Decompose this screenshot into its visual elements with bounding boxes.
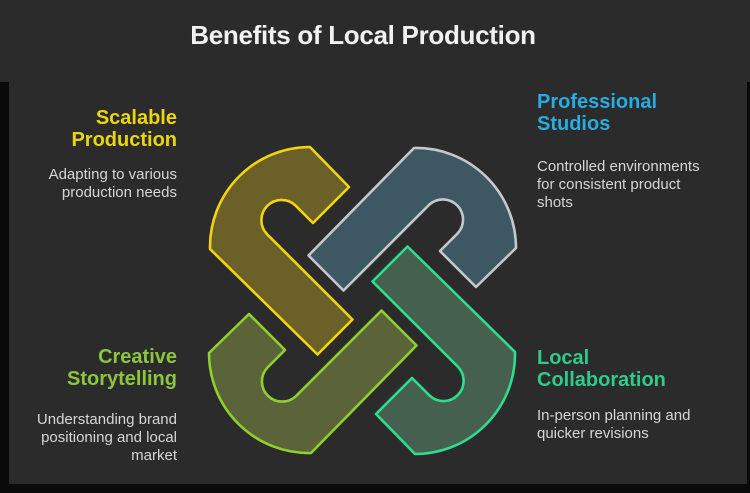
heading-scalable-production: Scalable Production [71,107,177,151]
heading-creative-storytelling: Creative Storytelling [66,346,177,390]
frame-bottom-bar [0,484,750,493]
body-local-collaboration: In-person planning and quicker revisions [537,407,691,442]
body-creative-storytelling: Understanding brand positioning and loca… [36,411,177,464]
body-scalable-production: Adapting to various production needs [48,166,177,201]
heading-local-collaboration: Local Collaboration [537,347,666,391]
frame-left-bar [0,82,9,493]
heading-professional-studios: Professional Studios [537,91,658,135]
body-professional-studios: Controlled environments for consistent p… [537,158,700,211]
page-title: Benefits of Local Production [190,20,536,50]
frame-right-bar [747,82,750,493]
